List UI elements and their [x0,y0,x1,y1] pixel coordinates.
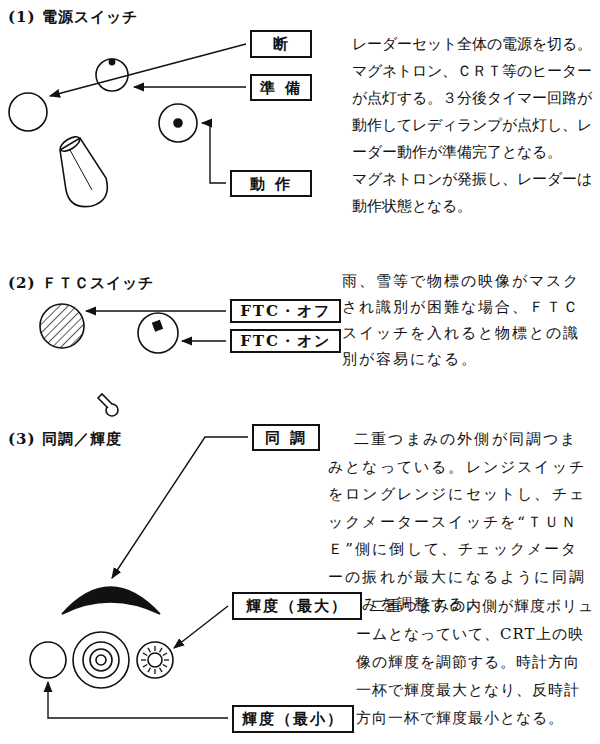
label-box: 輝度（最大） [232,592,362,620]
description-text: マグネトロンが発振し、レーダーは動作状態となる。 [352,166,596,220]
description-text: マグネトロン、ＣＲＴ等のヒーターが点灯する。３分後タイマー回路が動作してレディラ… [352,58,596,166]
description-text: 雨、雪等で物標の映像がマスクされ識別が困難な場合、ＦＴＣスイッチを入れると物標と… [342,268,594,372]
box-label: 輝度（最大） [246,596,348,616]
tune-brilliance-figure [30,587,173,688]
box-label: FTC・オフ [240,301,331,321]
box-label: 同 調 [265,428,306,448]
label-box: 準 備 [250,74,312,101]
description-text: 二重つまみの内側が輝度ボリュームとなっていて、CRT上の映像の輝度を調節する。時… [356,592,594,732]
box-label: 準 備 [260,78,301,98]
label-box: 輝度（最小） [232,705,354,733]
section-heading: (1) 電源スイッチ [8,4,138,31]
box-label: 断 [273,34,290,54]
box-label: 動 作 [250,174,291,194]
label-box: 動 作 [230,170,312,197]
section-heading: (2) ＦＴＣスイッチ [8,270,154,297]
label-box: 同 調 [252,424,320,451]
label-box: FTC・オン [230,329,341,353]
label-box: 断 [250,30,312,58]
leader-line [48,437,248,718]
description-text: 二重つまみの外側が同調つまみとなっている。レンジスイッチをロングレンジにセットし… [328,426,594,619]
box-label: FTC・オン [240,331,331,351]
box-label: 輝度（最小） [242,709,344,729]
label-box: FTC・オフ [230,299,341,323]
leader-line [50,44,246,183]
section-heading: (3) 同調／輝度 [8,426,122,453]
ftc-switch-figure [40,304,178,416]
description-text: レーダーセット全体の電源を切る。 [352,31,596,58]
power-switch-figure [9,59,197,207]
leader-line [86,311,226,341]
